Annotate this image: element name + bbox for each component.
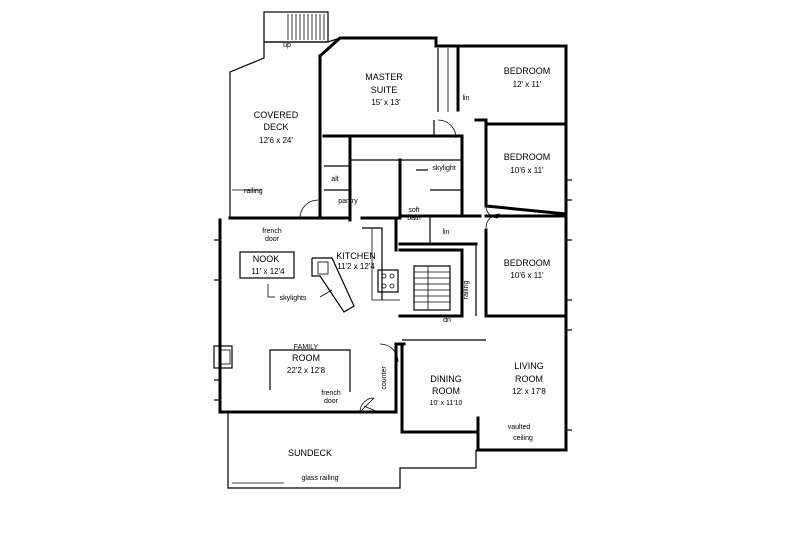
bed1-dims: 12' x 11' [513, 80, 542, 89]
interior-stair [413, 265, 451, 311]
soft-bath-label2: bath [407, 215, 421, 222]
skylight-bath-label: skylight [432, 165, 455, 172]
french-door-family-2: door [324, 398, 339, 405]
french-door-nook-2: door [265, 236, 280, 243]
vaulted-label-1: vaulted [508, 424, 531, 431]
french-door-family-1: french [321, 390, 341, 397]
master-name2: SUITE [371, 85, 398, 95]
railing-deck-label: railing [244, 188, 263, 195]
exterior-walls [218, 36, 568, 452]
lin-label: lin [462, 95, 469, 102]
dining-name1: DINING [430, 374, 462, 384]
nook-dims: 11' x 12'4 [251, 267, 285, 276]
windows [214, 179, 572, 431]
lin2-label: lin [442, 229, 449, 236]
exterior-stairs [263, 11, 329, 43]
dining-dims: 10' x 11'10 [430, 400, 463, 407]
skylights-kitchen-label: skylights [280, 295, 307, 302]
up-label: up [283, 42, 291, 49]
alt-label: alt [331, 176, 338, 183]
bed3-name: BEDROOM [504, 258, 551, 268]
bed2-name: BEDROOM [504, 152, 551, 162]
sundeck-name: SUNDECK [288, 448, 332, 458]
covered-deck-name1: COVERED [254, 110, 299, 120]
dn-label: dn [443, 317, 451, 324]
railing-stair-label: railing [463, 281, 470, 300]
kitchen-counters [311, 227, 400, 313]
family-name1: FAMILY [294, 344, 319, 351]
master-name1: MASTER [365, 72, 403, 82]
vaulted-label-2: ceiling [513, 435, 533, 442]
bed1-name: BEDROOM [504, 66, 551, 76]
interior-walls [318, 44, 568, 341]
bed3-dims: 10'6 x 11' [510, 271, 544, 280]
nook-table [239, 251, 295, 279]
family-dims: 22'2 x 12'8 [287, 366, 326, 375]
bed2-dims: 10'6 x 11' [510, 166, 544, 175]
sundeck-outline [227, 412, 566, 489]
dining-name2: ROOM [432, 386, 460, 396]
counter-label: counter [381, 366, 388, 390]
glass-railing-label: glass railing [302, 475, 339, 482]
master-dims: 15' x 13' [371, 98, 401, 107]
living-dims: 12' x 17'8 [512, 387, 546, 396]
family-rug [269, 349, 351, 392]
family-name2: ROOM [292, 353, 320, 363]
covered-deck-outline [228, 37, 341, 220]
covered-deck-name2: DECK [263, 122, 288, 132]
fireplace [213, 345, 233, 369]
soft-bath-label1: soft [408, 207, 419, 214]
kitchen-name: KITCHEN [336, 251, 376, 261]
kitchen-dims: 11'2 x 12'4 [337, 262, 375, 271]
french-door-nook-1: french [262, 228, 282, 235]
living-name1: LIVING [514, 361, 544, 371]
living-name2: ROOM [515, 374, 543, 384]
nook-name: NOOK [253, 254, 280, 264]
covered-deck-dims: 12'6 x 24' [259, 136, 293, 145]
pantry-label: pantry [338, 198, 358, 205]
doors [299, 119, 501, 413]
